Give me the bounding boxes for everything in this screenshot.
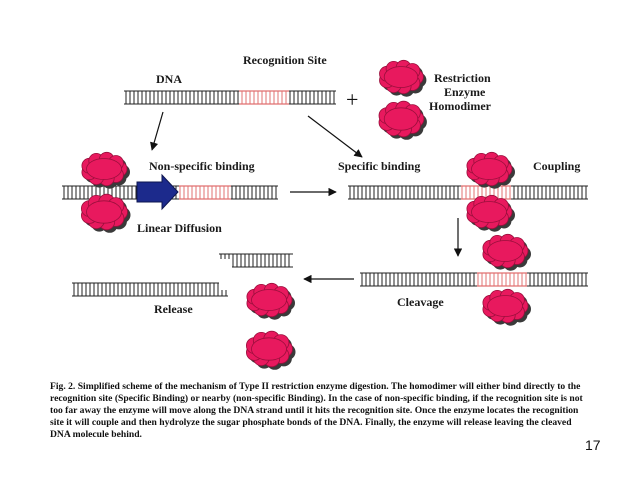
dna-strand-specific	[348, 185, 588, 200]
label-recognition-site: Recognition Site	[243, 53, 327, 67]
figure-caption: Fig. 2. Simplified scheme of the mechani…	[50, 381, 583, 440]
label-enzyme-line3: Homodimer	[429, 99, 491, 113]
enzyme-blob-specific-top	[466, 151, 515, 189]
enzyme-blob-specific-bottom	[466, 194, 515, 232]
label-nonspecific-binding: Non-specific binding	[149, 159, 255, 173]
label-enzyme-line1: Restriction	[434, 71, 491, 85]
linear-diffusion-arrow	[136, 173, 179, 211]
enzyme-blob-free-top	[379, 59, 427, 97]
enzyme-blob-released-bottom	[245, 330, 296, 370]
label-release: Release	[154, 302, 193, 316]
enzyme-blob-nonspecific-top	[81, 151, 130, 189]
label-linear-diffusion: Linear Diffusion	[137, 221, 222, 235]
plus-sign: +	[346, 87, 358, 112]
enzyme-blob-nonspecific-bottom	[81, 193, 131, 233]
enzyme-blob-cleavage-bottom	[482, 288, 531, 326]
page-number: 17	[585, 437, 601, 453]
dna-strand-released	[72, 253, 293, 297]
enzyme-blob-released-top	[246, 282, 295, 320]
dna-strand-cleavage	[360, 272, 588, 287]
label-specific-binding: Specific binding	[338, 159, 421, 173]
label-cleavage: Cleavage	[397, 295, 444, 309]
arrow-dna-to-nonspecific	[150, 111, 164, 151]
label-dna: DNA	[156, 72, 182, 86]
arrow-dna-to-specific	[307, 115, 363, 158]
enzyme-blob-cleavage-top	[482, 233, 531, 271]
label-enzyme-line2: Enzyme	[444, 85, 486, 99]
enzyme-blob-free-bottom	[378, 100, 427, 140]
label-coupling: Coupling	[533, 159, 581, 173]
dna-strand-initial	[124, 90, 336, 105]
enzyme-group	[81, 59, 531, 370]
